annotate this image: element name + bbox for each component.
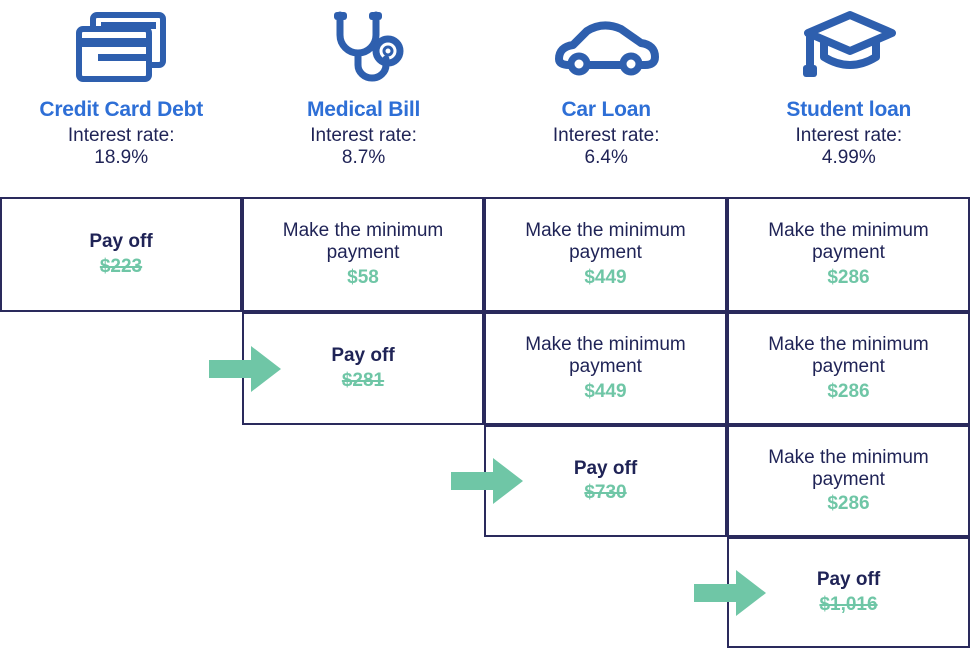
payment-amount: $223 bbox=[99, 255, 143, 277]
payment-amount: $449 bbox=[584, 266, 627, 288]
debt-name: Medical Bill bbox=[306, 98, 421, 121]
interest-rate-value: 4.99% bbox=[821, 147, 876, 169]
action-label: payment bbox=[812, 242, 885, 264]
action-label: payment bbox=[569, 242, 642, 264]
debt-name: Car Loan bbox=[561, 98, 651, 121]
debt-header-row: Credit Card Debt Interest rate: 18.9% Me… bbox=[0, 0, 970, 197]
car-icon bbox=[551, 0, 661, 95]
interest-rate-label: Interest rate: bbox=[310, 125, 417, 146]
stethoscope-icon bbox=[314, 0, 414, 95]
action-label: Pay off bbox=[816, 569, 881, 591]
payoff-cell: Pay off$223 bbox=[0, 197, 242, 312]
action-label: Make the minimum bbox=[525, 334, 686, 356]
debt-header-student-loan: Student loan Interest rate: 4.99% bbox=[728, 0, 970, 197]
action-label: payment bbox=[569, 356, 642, 378]
payment-amount: $286 bbox=[827, 493, 870, 515]
interest-rate-label: Interest rate: bbox=[67, 125, 175, 146]
action-label: Make the minimum bbox=[768, 334, 929, 356]
action-label: Make the minimum bbox=[525, 220, 686, 242]
interest-rate-value: 18.9% bbox=[94, 147, 149, 169]
debt-name: Student loan bbox=[786, 98, 912, 121]
action-label: Pay off bbox=[89, 231, 153, 253]
payment-amount: $281 bbox=[341, 369, 385, 391]
payment-amount: $730 bbox=[584, 482, 627, 503]
interest-rate-label: Interest rate: bbox=[552, 125, 660, 146]
action-label: Make the minimum bbox=[768, 446, 929, 468]
debt-header-credit-card-debt: Credit Card Debt Interest rate: 18.9% bbox=[0, 0, 242, 197]
action-label: Make the minimum bbox=[768, 220, 929, 242]
action-label: Pay off bbox=[331, 345, 395, 367]
action-label: Make the minimum bbox=[282, 220, 444, 242]
interest-rate-label: Interest rate: bbox=[795, 125, 903, 146]
credit-card-icon bbox=[71, 0, 171, 95]
payment-amount: $449 bbox=[584, 380, 627, 402]
graduation-cap-icon bbox=[794, 0, 904, 95]
debt-header-medical-bill: Medical Bill Interest rate: 8.7% bbox=[242, 0, 484, 197]
interest-rate-value: 8.7% bbox=[341, 147, 386, 169]
action-label: payment bbox=[812, 356, 885, 378]
progress-arrow-icon bbox=[694, 569, 766, 616]
interest-rate-value: 6.4% bbox=[584, 147, 628, 169]
payment-amount: $286 bbox=[827, 380, 870, 402]
action-label: payment bbox=[326, 242, 400, 264]
action-label: payment bbox=[812, 468, 885, 490]
progress-arrow-icon bbox=[209, 345, 281, 392]
action-label: Pay off bbox=[573, 457, 638, 479]
payment-amount: $58 bbox=[347, 266, 379, 288]
payment-amount: $1,016 bbox=[819, 593, 878, 615]
debt-header-car-loan: Car Loan Interest rate: 6.4% bbox=[485, 0, 728, 197]
progress-arrow-icon bbox=[451, 458, 523, 504]
payoff-cell: Pay off$281 bbox=[242, 312, 484, 425]
payment-amount: $286 bbox=[827, 266, 870, 288]
payoff-cell: Pay off $730 bbox=[484, 425, 727, 537]
debt-name: Credit Card Debt bbox=[39, 98, 204, 121]
